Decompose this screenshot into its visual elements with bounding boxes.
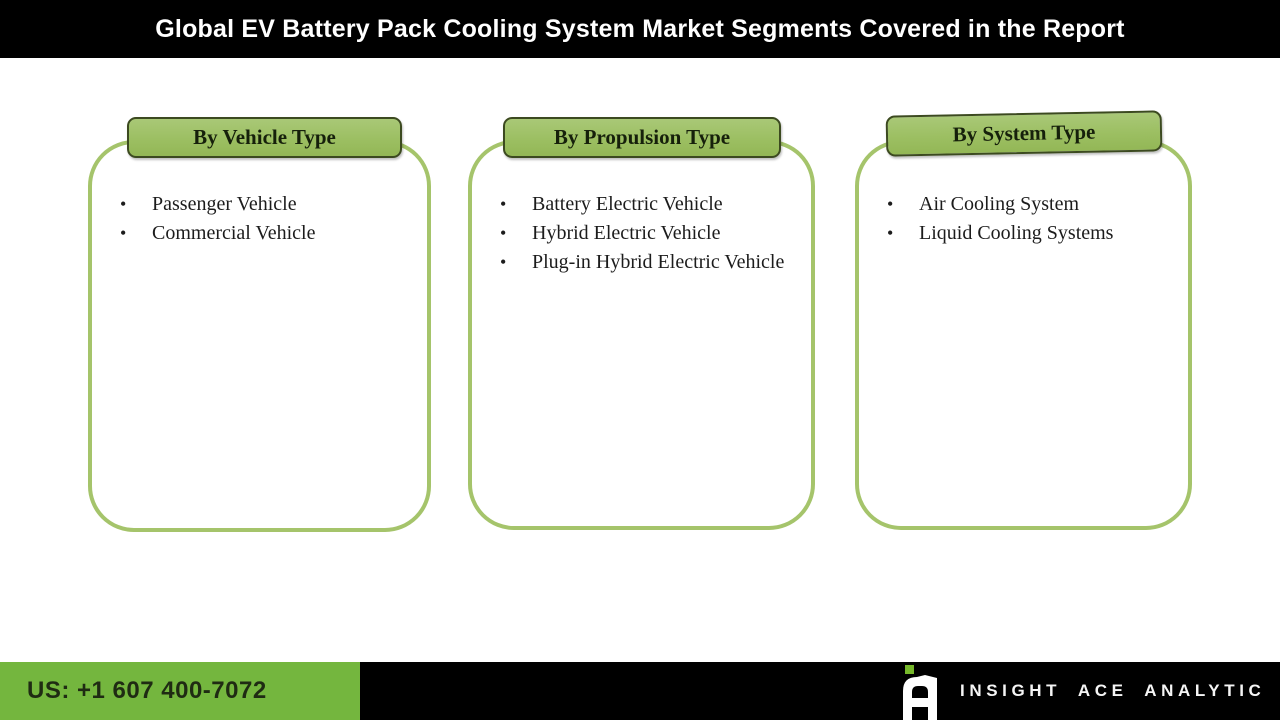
list-item: • Battery Electric Vehicle (500, 190, 785, 219)
list-item-label: Air Cooling System (919, 193, 1080, 215)
phone-number: US: +1 607 400-7072 (27, 677, 267, 704)
page-title: Global EV Battery Pack Cooling System Ma… (155, 14, 1125, 43)
heading-by-propulsion-type: By Propulsion Type (503, 117, 781, 158)
panel-heading-label: By Propulsion Type (553, 125, 731, 149)
panel-propulsion-type: • Battery Electric Vehicle • Hybrid Electri… (468, 140, 815, 530)
panel-heading-label: By Vehicle Type (193, 125, 336, 149)
brand-lockup: INSIGHT ACE ANALYTIC (896, 662, 1265, 720)
list-item-label: Liquid Cooling Systems (919, 222, 1114, 244)
list-item-label: Battery Electric Vehicle (532, 193, 723, 215)
header-bar: Global EV Battery Pack Cooling System Ma… (0, 0, 1280, 58)
list-item-label: Plug-in Hybrid Electric Vehicle (532, 251, 785, 273)
panel-vehicle-type: • Passenger Vehicle • Commercial Vehicle (88, 140, 431, 532)
heading-by-vehicle-type: By Vehicle Type (127, 117, 402, 158)
panel-system-type: • Air Cooling System • Liquid Cooling Syste… (855, 140, 1192, 530)
list-item: • Passenger Vehicle (120, 190, 401, 219)
list-item: • Plug-in Hybrid Electric Vehicle (500, 248, 785, 277)
list-item-label: Commercial Vehicle (152, 222, 316, 244)
list-item: • Air Cooling System (887, 190, 1162, 219)
bullet-icon: • (120, 194, 127, 214)
phone-badge: US: +1 607 400-7072 (0, 662, 360, 720)
bullet-icon: • (500, 223, 507, 243)
list-item-label: Hybrid Electric Vehicle (532, 222, 721, 244)
bullet-icon: • (887, 223, 894, 243)
list-item: • Liquid Cooling Systems (887, 219, 1162, 248)
bullet-icon: • (500, 252, 507, 272)
footer-bar: US: +1 607 400-7072 INSIGHT ACE ANALYTIC (0, 662, 1280, 720)
panel-heading-label: By System Type (952, 119, 1096, 147)
heading-by-system-type: By System Type (885, 110, 1163, 157)
list-item: • Commercial Vehicle (120, 219, 401, 248)
bullet-icon: • (120, 223, 127, 243)
segment-list-vehicle-type: • Passenger Vehicle • Commercial Vehicle (92, 144, 427, 248)
bullet-icon: • (500, 194, 507, 214)
segment-list-propulsion-type: • Battery Electric Vehicle • Hybrid Electri… (472, 144, 811, 277)
list-item-label: Passenger Vehicle (152, 193, 297, 215)
list-item: • Hybrid Electric Vehicle (500, 219, 785, 248)
insight-ace-a-logo-icon (903, 664, 937, 720)
segment-list-system-type: • Air Cooling System • Liquid Cooling Syste… (859, 144, 1188, 248)
bullet-icon: • (887, 194, 894, 214)
brand-name: INSIGHT ACE ANALYTIC (960, 681, 1266, 700)
